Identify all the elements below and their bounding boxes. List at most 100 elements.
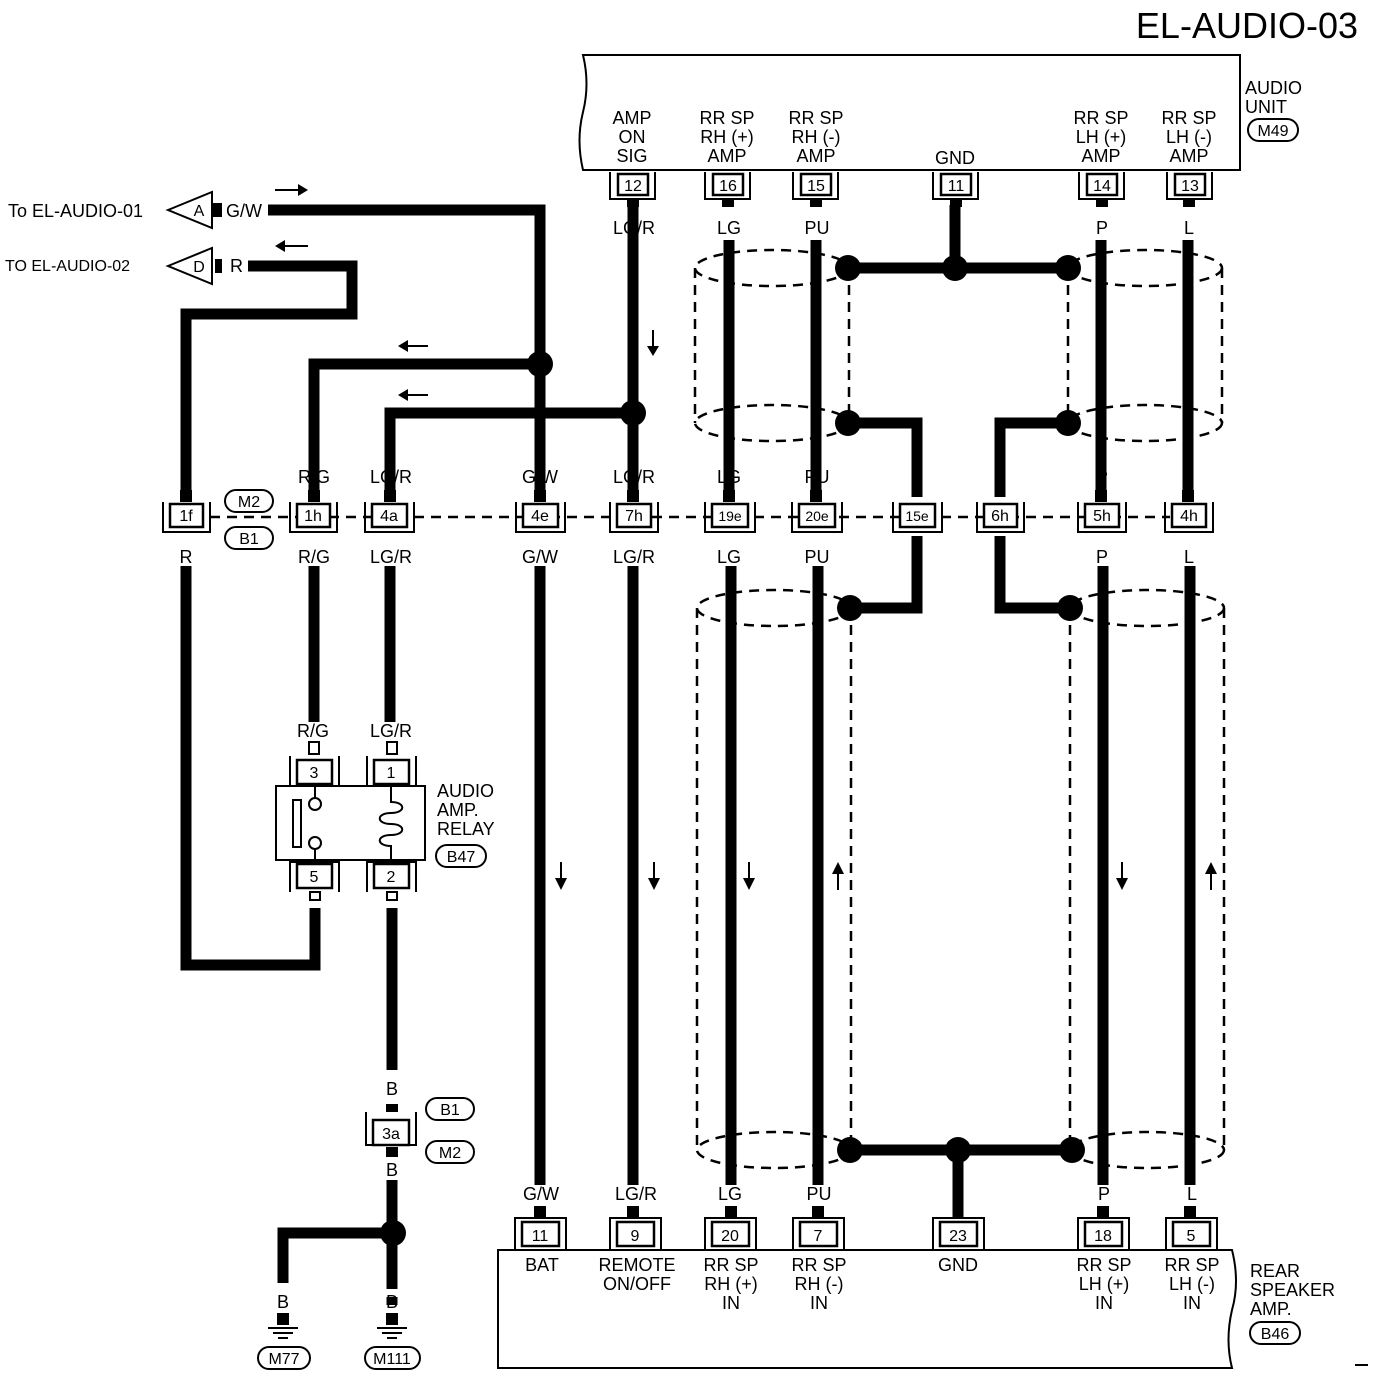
audio-amp-relay: R/G LG/R 3 1 5 2 R B AUDIO AMP. RELAY [275, 721, 495, 927]
connector-4a[interactable]: 4a [364, 502, 415, 533]
relay-pin-2: 2 [387, 869, 396, 886]
au-pin-13: 13 [1166, 172, 1213, 200]
svg-text:13: 13 [1181, 178, 1199, 195]
gc-bottom-wire: B [386, 1160, 398, 1180]
ground-m77-code: M77 [268, 1351, 299, 1368]
svg-text:12: 12 [624, 178, 642, 195]
ra-pin20-label-2: RH (+) [704, 1274, 758, 1294]
splice-dot [835, 410, 861, 436]
au-pin14-label-2: LH (+) [1076, 127, 1127, 147]
ra-pin11-wire: G/W [523, 1184, 559, 1204]
svg-text:1f: 1f [179, 508, 193, 525]
offpage-connector-d[interactable]: TO EL-AUDIO-02 D R [5, 246, 243, 286]
svg-text:7: 7 [814, 1228, 823, 1245]
rear-speaker-amp: G/W LG/R LG PU P L 11 9 20 7 [497, 1184, 1335, 1369]
ra-pin9-wire: LG/R [615, 1184, 657, 1204]
au-pin15-label-1: RR SP [788, 108, 843, 128]
relay-pin5-wire: R [309, 907, 322, 927]
ra-pin18-label-2: LH (+) [1079, 1274, 1130, 1294]
ra-pin5-wire: L [1187, 1184, 1197, 1204]
svg-text:M2: M2 [238, 494, 260, 511]
svg-text:B1: B1 [239, 531, 259, 548]
harness-code-b1: B1 [224, 526, 274, 550]
wire-label-l-top: L [1184, 218, 1194, 238]
relay-pin-1: 1 [387, 765, 396, 782]
relay-name-line-3: RELAY [437, 819, 495, 839]
splice-dot [942, 255, 968, 281]
splice-points [213, 203, 1085, 1246]
offpage-d-label: TO EL-AUDIO-02 [5, 258, 130, 275]
wire-lgr-branch [384, 407, 633, 495]
ra-pin7-label-1: RR SP [791, 1255, 846, 1275]
ra-pin18-wire: P [1098, 1184, 1110, 1204]
au-pin12-label-1: AMP [612, 108, 651, 128]
jr-19e-bottom: LG [717, 547, 741, 567]
au-pin11-label-1: GND [935, 148, 975, 168]
shield-lh-bottom [1068, 588, 1226, 1170]
connector-19e[interactable]: 19e [704, 502, 756, 533]
ground-connector-3a[interactable]: B 3a B B1 M2 [365, 1079, 475, 1180]
jr-4h-bottom: L [1184, 547, 1194, 567]
jr-5h-top: P [1096, 467, 1108, 487]
connector-1f[interactable]: 1f [162, 502, 211, 533]
au-pin14-label-3: AMP [1081, 146, 1120, 166]
svg-text:4h: 4h [1180, 508, 1198, 525]
audio-unit-wire-labels: LG/R LG PU P L [613, 218, 1194, 238]
ra-pin7-wire: PU [806, 1184, 831, 1204]
shield-lh-top [1066, 248, 1224, 443]
connector-4e[interactable]: 4e [515, 502, 566, 533]
offpage-a-label: To EL-AUDIO-01 [8, 201, 143, 221]
au-pin13-label-2: LH (-) [1166, 127, 1212, 147]
jr-1h-bottom: R/G [298, 547, 330, 567]
au-pin-11: 11 [932, 172, 979, 200]
arrow-up-icon [832, 862, 844, 890]
audio-unit-name-line-2: UNIT [1245, 97, 1287, 117]
ra-name-line-1: REAR [1250, 1261, 1300, 1281]
shields [693, 248, 1226, 1170]
wire-label-p-top: P [1096, 218, 1108, 238]
jr-20e-bottom: PU [804, 547, 829, 567]
ra-pin11-label-1: BAT [525, 1255, 559, 1275]
arrow-down-icon [743, 862, 755, 890]
svg-text:1h: 1h [304, 508, 322, 525]
connector-15e[interactable]: 15e [892, 502, 943, 533]
connector-5h[interactable]: 5h [1077, 502, 1127, 533]
svg-text:18: 18 [1094, 1228, 1112, 1245]
connector-6h[interactable]: 6h [976, 502, 1025, 533]
jr-4a-top: LG/R [370, 467, 412, 487]
ground-icon [377, 1327, 407, 1339]
ra-pin5-label-3: IN [1183, 1293, 1201, 1313]
wires [180, 204, 1196, 1305]
jr-20e-top: PU [804, 467, 829, 487]
connector-1h[interactable]: 1h [289, 502, 338, 533]
relay-pin1-wire: LG/R [370, 721, 412, 741]
wire-label-lg-top: LG [717, 218, 741, 238]
ra-pin20-wire: LG [718, 1184, 742, 1204]
ground-icon [268, 1327, 298, 1339]
jr-1f-bottom: R [180, 547, 193, 567]
connector-20e[interactable]: 20e [791, 502, 843, 533]
svg-text:11: 11 [948, 178, 965, 195]
wire-shield-lh-top [994, 417, 1068, 497]
au-pin12-label-3: SIG [616, 146, 647, 166]
svg-text:7h: 7h [625, 508, 643, 525]
svg-text:20e: 20e [805, 508, 829, 524]
splice-dot [1059, 1137, 1085, 1163]
offpage-connector-a[interactable]: To EL-AUDIO-01 A G/W [8, 190, 262, 230]
offpage-d-wire: R [230, 256, 243, 276]
ground-m111-wire: B [386, 1292, 398, 1312]
ra-name-line-2: SPEAKER [1250, 1280, 1335, 1300]
arrow-left-icon [398, 340, 428, 352]
svg-text:16: 16 [719, 178, 737, 195]
connector-7h[interactable]: 7h [609, 502, 659, 533]
splice-dot [527, 351, 553, 377]
splice-dot [380, 1220, 406, 1246]
svg-text:15e: 15e [905, 508, 929, 524]
arrow-down-icon [647, 330, 659, 356]
wire-shield-rh-top [848, 417, 923, 497]
ra-pin-23: 23 [932, 1217, 985, 1250]
svg-text:3a: 3a [382, 1126, 400, 1143]
connector-4h[interactable]: 4h [1164, 502, 1214, 533]
wire-shield-rh-bottom [850, 536, 923, 614]
arrow-down-icon [555, 862, 567, 890]
